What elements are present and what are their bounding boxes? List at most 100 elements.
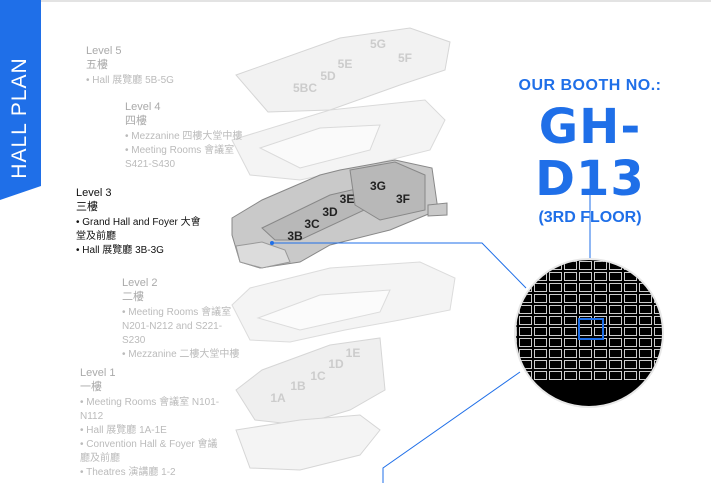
booth-cell: [639, 349, 652, 358]
booth-cell: [519, 371, 532, 380]
booth-cell: [516, 261, 517, 270]
booth-cell: [579, 349, 592, 358]
level-item: Mezzanine 四樓大堂中樓: [125, 130, 255, 144]
booth-cell: [519, 338, 532, 347]
hall-label-1d: 1D: [328, 357, 344, 371]
booth-cell: [534, 261, 547, 270]
booth-cell: [519, 294, 532, 303]
level-item: Hall 展覽廳 3B-3G: [76, 244, 206, 258]
booth-floor: (3RD FLOOR): [538, 209, 642, 226]
hall-label-3d: 3D: [322, 205, 338, 219]
level-item: Hall 展覽廳 5B-5G: [86, 74, 174, 88]
booth-cell: [594, 316, 607, 325]
booth-cell: [564, 327, 577, 336]
level-item: Meeting Rooms 會議室 N201-N212 and S221-S23…: [122, 306, 242, 348]
hall-label-1e: 1E: [346, 346, 361, 360]
booth-cell: [594, 294, 607, 303]
booth-cell: [624, 349, 637, 358]
booth-label: OUR BOOTH NO.:: [518, 77, 662, 94]
booth-cell: [639, 305, 652, 314]
level-cn: 二樓: [122, 291, 144, 303]
booth-cell: [639, 316, 652, 325]
level-1-legend: Level 1 一樓 Meeting Rooms 會議室 N101-N112 H…: [80, 366, 220, 480]
hall-label-5g: 5G: [370, 37, 386, 51]
booth-cell: [516, 338, 517, 347]
pointer-line-level3: [272, 242, 527, 289]
booth-cell: [654, 371, 662, 380]
booth-info: OUR BOOTH NO.: GH-D13 (3RD FLOOR): [510, 77, 670, 227]
booth-cell: [609, 327, 622, 336]
booth-cell: [564, 294, 577, 303]
booth-cell: [579, 258, 592, 259]
booth-cell: [564, 349, 577, 358]
booth-cell: [654, 283, 662, 292]
booth-cell: [549, 349, 562, 358]
booth-cell: [624, 360, 637, 369]
booth-cell: [519, 327, 532, 336]
booth-cell: [519, 283, 532, 292]
level-title: Level 5: [86, 45, 122, 57]
booth-cell: [609, 261, 622, 270]
booth-cell: [594, 305, 607, 314]
booth-cell: [609, 294, 622, 303]
booth-cell: [534, 294, 547, 303]
booth-cell: [516, 305, 517, 314]
booth-cell: [654, 360, 662, 369]
booth-cell: [624, 261, 637, 270]
booth-cell: [516, 360, 517, 369]
hall-label-3g: 3G: [370, 179, 386, 193]
booth-cell: [654, 272, 662, 281]
booth-cell: [564, 360, 577, 369]
booth-cell: [534, 272, 547, 281]
level-5-legend: Level 5 五樓 Hall 展覽廳 5B-5G: [86, 44, 174, 88]
booth-cell: [579, 305, 592, 314]
booth-cell: [594, 283, 607, 292]
booth-cell: [579, 261, 592, 270]
booth-cell: [609, 360, 622, 369]
booth-cell: [639, 294, 652, 303]
booth-cell: [519, 261, 532, 270]
hall-label-5f: 5F: [398, 51, 412, 65]
booth-cell: [549, 327, 562, 336]
booth-cell: [549, 360, 562, 369]
booth-cell: [654, 261, 662, 270]
booth-cell: [654, 327, 662, 336]
level-4-shape: [231, 99, 446, 181]
hall-label-1c: 1C: [310, 369, 326, 383]
booth-cell: [519, 305, 532, 314]
booth-cell: [564, 371, 577, 380]
hall-label-5e: 5E: [338, 57, 353, 71]
booth-cell: [624, 294, 637, 303]
level-title: Level 2: [122, 277, 158, 289]
booth-number: GH-D13: [535, 99, 645, 207]
booth-cell: [534, 305, 547, 314]
booth-cell: [534, 316, 547, 325]
booth-cell: [609, 371, 622, 380]
booth-cell: [549, 316, 562, 325]
booth-zoom-view: [514, 258, 664, 408]
booth-cell: [639, 338, 652, 347]
booth-cell: [609, 305, 622, 314]
booth-cell: [624, 283, 637, 292]
level-item: Theatres 演講廳 1-2: [80, 466, 220, 480]
booth-cell: [654, 349, 662, 358]
booth-cell: [639, 272, 652, 281]
booth-cell: [534, 327, 547, 336]
hall-label-1b: 1B: [290, 379, 306, 393]
hall-label-3e: 3E: [340, 192, 355, 206]
booth-cell: [564, 338, 577, 347]
level-item: Grand Hall and Foyer 大會堂及前廳: [76, 216, 206, 244]
booth-cell: [516, 327, 517, 336]
booth-cell: [594, 371, 607, 380]
level-cn: 五樓: [86, 59, 108, 71]
booth-cell: [654, 305, 662, 314]
level-item: Convention Hall & Foyer 會議廳及前廳: [80, 438, 220, 466]
booth-cell: [654, 316, 662, 325]
booth-cell: [579, 371, 592, 380]
booth-cell: [624, 371, 637, 380]
booth-cell: [549, 338, 562, 347]
level-title: Level 4: [125, 101, 161, 113]
booth-cell: [639, 371, 652, 380]
level-2-legend: Level 2 二樓 Meeting Rooms 會議室 N201-N212 a…: [122, 276, 242, 362]
